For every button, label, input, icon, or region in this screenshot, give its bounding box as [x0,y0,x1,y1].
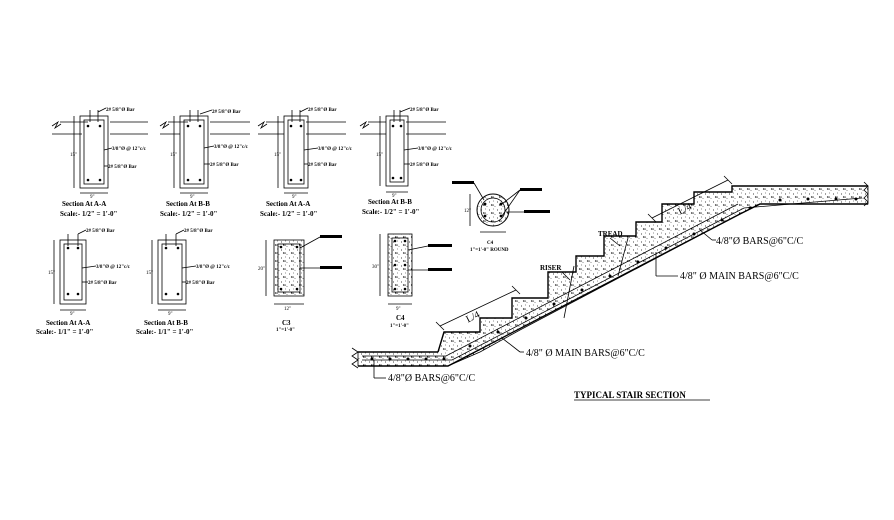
width-dim: 9" [190,195,195,200]
bars-upper-main: 4/8" Ø MAIN BARS@6"C/C [680,271,799,282]
span-upper-dim [651,179,729,219]
beam-section-6: 15" 9" 2# 5/8"Ø Bar 3/8"Ø @ 12"c/c 2# 5/… [136,229,231,336]
depth-dim: 15" [48,271,55,276]
beam-section-2: 15" 9" 2# 5/8"Ø Bar 3/8"Ø @ 12"c/c 2# 5/… [159,109,250,218]
label-bar [320,266,342,269]
span-lower-dim [439,289,517,327]
tread-label: TREAD [598,230,623,238]
top-bar-label: 2# 5/8"Ø Bar [308,108,337,113]
depth-dim: 15" [274,153,281,158]
beam-section-5: 15" 9" 2# 5/8"Ø Bar 3/8"Ø @ 12"c/c 2# 5/… [36,229,131,336]
bottom-bar-label: 2# 5/8"Ø Bar [186,281,215,286]
col4-width-dim: 9" [396,307,401,312]
depth-dim: 15" [170,153,177,158]
section-title: Section At A-A [46,319,90,327]
section-scale: Scale:- 1/1" = 1'-0" [36,328,94,336]
stirrup-label: 3/8"Ø @ 12"c/c [96,265,131,270]
top-bar-label: 2# 5/8"Ø Bar [410,108,439,113]
col-width-dim: 12" [284,307,291,312]
stair-title: TYPICAL STAIR SECTION [574,390,686,400]
beam-section-1: 15" 9" 2# 5/8"Ø Bar 3/8"Ø @ 12"c/c 2# 5/… [51,107,148,218]
col-depth-dim: 20" [258,267,265,272]
top-bar-label: 2# 5/8"Ø Bar [212,110,241,115]
section-title: Section At B-B [144,319,188,327]
stirrup-label: 3/8"Ø @ 12"c/c [112,147,147,152]
section-scale: Scale:- 1/2" = 1'-0" [260,210,318,218]
section-title: Section At B-B [368,198,412,206]
bottom-bar-label: 2# 5/8"Ø Bar [308,163,337,168]
label-bar [452,181,474,184]
bars-upper-dist: 4/8"Ø BARS@6"C/C [716,236,803,247]
column-c4-section: 30" 9" C4 1"=1'-0" [372,233,452,329]
label-bar [524,210,550,213]
c3-scale: 1"=1'-0" [276,328,295,333]
label-bar [320,235,342,238]
riser-label: RISER [540,264,562,272]
bottom-bar-label: 2# 5/8"Ø Bar [108,165,137,170]
depth-dim: 15" [70,153,77,158]
stirrup-label: 3/8"Ø @ 12"c/c [318,147,353,152]
section-scale: Scale:- 1/1" = 1'-0" [136,328,194,336]
top-bar-label: 2# 5/8"Ø Bar [184,229,213,234]
section-title: Section At A-A [62,200,106,208]
column-c3-section: 20" 12" C3 1"=1'-0" [258,235,342,333]
beam-section-3: 15" 9" 2# 5/8"Ø Bar 3/8"Ø @ 12"c/c 2# 5/… [257,107,353,218]
round-column-section: 12" C4 1"=1'-0" ROUND [452,181,550,253]
label-bar [520,188,542,191]
bottom-bar-label: 2# 5/8"Ø Bar [88,281,117,286]
depth-dim: 15" [376,153,383,158]
c4-label: C4 [396,314,405,322]
span-lower-label: L/4 [464,309,481,325]
bars-lower-dist: 4/8"Ø BARS@6"C/C [388,373,475,384]
width-dim: 9" [392,194,397,199]
section-scale: Scale:- 1/2" = 1'-0" [60,210,118,218]
bottom-bar-label: 2# 5/8"Ø Bar [410,163,439,168]
stirrup-label: 3/8"Ø @ 12"c/c [196,265,231,270]
top-bar-label: 2# 5/8"Ø Bar [86,229,115,234]
bars-lower-main: 4/8" Ø MAIN BARS@6"C/C [526,348,645,359]
stirrup-label: 3/8"Ø @ 12"c/c [214,145,249,150]
c4-scale: 1"=1'-0" [390,324,409,329]
section-scale: Scale:- 1/2" = 1'-0" [160,210,218,218]
col4-depth-dim: 30" [372,265,379,270]
width-dim: 9" [90,195,95,200]
round-scale: 1"=1'-0" ROUND [470,248,509,253]
c3-label: C3 [282,319,291,327]
width-dim: 9" [70,312,75,317]
stair-section: L/4 L/4 TREAD RISER 4/8"Ø BARS@6"C/C 4/8… [351,175,869,401]
bottom-bar-label: 2# 5/8"Ø Bar [210,163,239,168]
round-label: C4 [487,241,494,246]
top-bar-label: 2# 5/8"Ø Bar [106,108,135,113]
section-title: Section At B-B [166,200,210,208]
round-dim: 12" [464,209,471,214]
width-dim: 9" [292,195,297,200]
label-bar [428,244,452,247]
beam-section-4: 15" 9" 2# 5/8"Ø Bar 3/8"Ø @ 12"c/c 2# 5/… [359,107,453,216]
rebar-dots [370,197,858,361]
section-title: Section At A-A [266,200,310,208]
section-scale: Scale:- 1/2" = 1'-0" [362,208,420,216]
depth-dim: 15" [146,271,153,276]
stirrup-label: 3/8"Ø @ 12"c/c [418,147,453,152]
label-bar [428,268,452,271]
width-dim: 9" [168,312,173,317]
